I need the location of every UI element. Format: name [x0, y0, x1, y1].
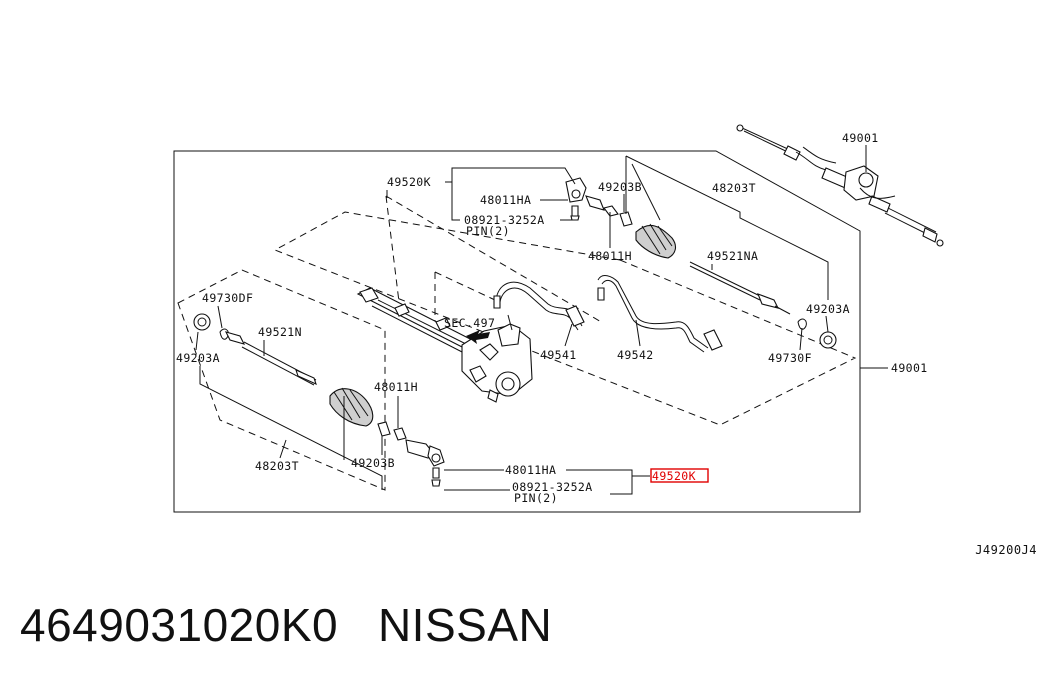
clip-left — [193, 313, 211, 331]
inner-socket-right — [689, 261, 791, 315]
label-tie-rod-end-bottom[interactable]: 49520K — [652, 469, 696, 483]
label-wire-right: 49730F — [768, 351, 812, 365]
label-nut-top: 48011HA — [480, 193, 531, 207]
label-boot-bottom: 48203T — [255, 459, 299, 473]
label-tie-rod-end-top: 49520K — [387, 175, 431, 189]
label-pin-top: 08921-3252A — [464, 213, 545, 227]
band-bottom — [377, 421, 391, 437]
section-arrow-icon — [466, 330, 490, 344]
inner-socket-left — [224, 331, 317, 386]
label-clip-right: 49203A — [806, 302, 850, 316]
label-lock-nut-top: 48011H — [588, 249, 632, 263]
label-pin-top-qty: PIN(2) — [466, 224, 510, 238]
label-clip-left: 49203A — [176, 351, 220, 365]
label-lock-nut-bottom: 48011H — [374, 380, 418, 394]
label-assembly-top: 49001 — [842, 131, 879, 145]
label-socket-left: 49521N — [258, 325, 302, 339]
steering-gear-assembly-thumbnail — [736, 124, 944, 247]
assembly-frame — [173, 150, 861, 513]
tube-49541 — [493, 281, 585, 331]
caption: 4649031020K0 NISSAN — [20, 598, 552, 658]
label-tube-left: 49541 — [540, 348, 577, 362]
highlight-box — [650, 468, 709, 483]
boot-bottom — [329, 387, 374, 427]
part-number: 4649031020K0 — [20, 599, 339, 651]
label-pin-bottom: 08921-3252A — [512, 480, 593, 494]
label-socket-right: 49521NA — [707, 249, 758, 263]
dashed-outline-right — [273, 211, 857, 426]
wire-right — [797, 318, 807, 330]
nut-top — [603, 205, 619, 217]
label-tube-right: 49542 — [617, 348, 654, 362]
label-boot-top: 48203T — [712, 181, 756, 195]
rack-housing — [356, 287, 533, 403]
label-wire-left: 49730DF — [202, 291, 253, 305]
tube-49542 — [597, 275, 723, 353]
dashed-outline-left — [177, 269, 386, 491]
label-band-top: 49203B — [598, 180, 642, 194]
brand-name: NISSAN — [377, 599, 553, 651]
label-assembly-side: 49001 — [891, 361, 928, 375]
label-nut-bottom: 48011HA — [505, 463, 556, 477]
label-band-bottom: 49203B — [351, 456, 395, 470]
nut-bottom — [393, 427, 407, 441]
tie-rod-end-top — [565, 177, 605, 221]
diagram-code: J49200J4 — [975, 543, 1037, 557]
label-section-ref: SEC.497 — [444, 316, 495, 330]
boot-top — [635, 223, 677, 259]
clip-right — [819, 331, 837, 349]
label-pin-bottom-qty: PIN(2) — [514, 491, 558, 505]
band-top — [619, 211, 633, 227]
tie-rod-end-bottom — [405, 439, 445, 487]
